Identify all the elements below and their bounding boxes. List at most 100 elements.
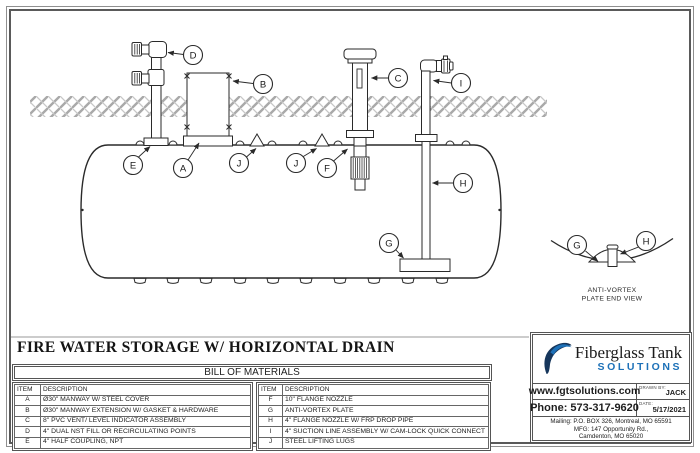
title-block: Fiberglass Tank SOLUTIONS www.fgtsolutio…	[529, 332, 692, 443]
address-line2: MFG: 147 Opportunity Rd.,	[573, 425, 649, 433]
table-row: G ANTI-VORTEX PLATE	[258, 405, 489, 417]
bom-header-box: BILL OF MATERIALS	[12, 364, 492, 381]
bom-desc-cell: 4" SUCTION LINE ASSEMBLY W/ CAM-LOCK QUI…	[282, 426, 489, 438]
table-row: J STEEL LIFTING LUGS	[258, 436, 489, 449]
end-view-caption-line2: PLATE END VIEW	[582, 296, 643, 303]
seam-mark-right	[498, 208, 501, 212]
table-row: H 4" FLANGE NOZZLE W/ FRP DROP PIPE	[258, 415, 489, 428]
svg-text:C: C	[395, 73, 402, 84]
svg-text:I: I	[460, 78, 463, 89]
bom-table-left: ITEM DESCRIPTION A Ø30" MANWAY W/ STEEL …	[12, 382, 253, 451]
frp-drop-pipe	[421, 141, 431, 260]
bom-item-cell: B	[14, 405, 41, 417]
bom-desc-header: DESCRIPTION	[40, 384, 251, 396]
svg-text:H: H	[643, 236, 650, 247]
table-row: A Ø30" MANWAY W/ STEEL COVER	[14, 394, 251, 407]
svg-text:H: H	[460, 178, 467, 189]
svg-text:E: E	[130, 160, 136, 171]
suction-line-assembly	[399, 55, 454, 272]
fiberglass-tank-logo-icon	[544, 342, 572, 374]
svg-text:B: B	[260, 79, 266, 90]
half-coupling	[143, 137, 169, 146]
bom-title: BILL OF MATERIALS	[14, 366, 490, 379]
drawn-by-label: DRAWN BY:	[639, 384, 666, 390]
drawing-title: FIRE WATER STORAGE W/ HORIZONTAL DRAIN	[17, 339, 395, 356]
address-line3: Camdenton, MO 65020	[578, 432, 644, 440]
anti-vortex-plate	[399, 258, 451, 272]
company-logo: Fiberglass Tank SOLUTIONS	[533, 335, 689, 384]
bom-item-cell: I	[258, 426, 283, 438]
bom-desc-cell: Ø30" MANWAY EXTENSION W/ GASKET & HARDWA…	[40, 405, 251, 417]
bom-item-cell: E	[14, 436, 41, 449]
table-row: D 4" DUAL NST FILL OR RECIRCULATING POIN…	[14, 426, 251, 438]
bom-item-header: ITEM	[258, 384, 283, 396]
bom-item-cell: D	[14, 426, 41, 438]
balloon-g: G	[378, 232, 400, 254]
drawn-by-box: DRAWN BY: JACK	[637, 384, 689, 401]
bom-desc-cell: 4" HALF COUPLING, NPT	[40, 436, 251, 449]
svg-text:G: G	[573, 240, 580, 251]
vent-flange	[346, 130, 374, 138]
svg-text:J: J	[294, 158, 299, 169]
date-label: DATE:	[639, 401, 653, 407]
bom-desc-cell: 8" PVC VENT/ LEVEL INDICATOR ASSEMBLY	[40, 415, 251, 428]
company-tagline: SOLUTIONS	[597, 361, 683, 374]
balloon-j2: J	[285, 152, 307, 174]
bom-item-cell: J	[258, 436, 283, 449]
balloon-f: F	[316, 157, 338, 179]
balloon-e: E	[122, 154, 144, 176]
company-website: www.fgtsolutions.com	[529, 384, 640, 401]
svg-text:A: A	[180, 163, 187, 174]
date-value: 5/17/2021	[652, 404, 686, 414]
bom-item-cell: F	[258, 394, 283, 407]
bom-item-cell: G	[258, 405, 283, 417]
balloon-a: A	[172, 157, 194, 179]
seam-mark-left	[81, 208, 84, 212]
bom-table-right: ITEM DESCRIPTION F 10" FLANGE NOZZLE G A…	[256, 382, 491, 451]
balloon-b: B	[252, 73, 274, 95]
drop-pipe-flange	[415, 134, 438, 142]
level-sight-slot	[356, 68, 363, 89]
manway-assembly	[183, 72, 233, 147]
vent-level-indicator-assembly	[343, 48, 377, 191]
date-box: DATE: 5/17/2021	[637, 400, 689, 416]
svg-text:J: J	[237, 158, 242, 169]
table-row: C 8" PVC VENT/ LEVEL INDICATOR ASSEMBLY	[14, 415, 251, 428]
end-view-balloon-g: G	[566, 234, 588, 256]
balloon-j1: J	[228, 152, 250, 174]
svg-text:G: G	[385, 238, 392, 249]
cam-lock-fitting	[441, 58, 451, 74]
drawn-by-value: JACK	[665, 388, 686, 398]
contact-box: www.fgtsolutions.com Phone: 573-317-9620	[529, 383, 640, 416]
end-view-pipe	[607, 247, 618, 267]
bom-item-cell: A	[14, 394, 41, 407]
table-row: F 10" FLANGE NOZZLE	[258, 394, 489, 407]
bill-of-materials: BILL OF MATERIALS ITEM DESCRIPTION A Ø30…	[12, 364, 492, 451]
company-name: Fiberglass Tank	[574, 343, 683, 363]
bom-desc-cell: ANTI-VORTEX PLATE	[282, 405, 489, 417]
balloon-i: I	[450, 72, 472, 94]
manway-extension	[186, 72, 230, 137]
address-line1: Mailing: P.O. BOX 326, Montreal, MO 6559…	[550, 418, 672, 426]
balloon-d: D	[182, 44, 204, 66]
lifting-lugs	[249, 133, 330, 147]
bom-item-cell: H	[258, 415, 283, 428]
company-phone: Phone: 573-317-9620	[530, 402, 639, 415]
bom-desc-header: DESCRIPTION	[282, 384, 489, 396]
fill-pipe-assembly	[131, 41, 169, 146]
bom-desc-cell: 10" FLANGE NOZZLE	[282, 394, 489, 407]
balloon-c: C	[387, 67, 409, 89]
manway-cover	[183, 135, 233, 147]
tank-top-couplings	[135, 140, 471, 146]
end-view-balloon-h: H	[635, 230, 657, 252]
svg-text:F: F	[324, 163, 330, 174]
bom-desc-cell: 4" FLANGE NOZZLE W/ FRP DROP PIPE	[282, 415, 489, 428]
bom-desc-cell: 4" DUAL NST FILL OR RECIRCULATING POINTS	[40, 426, 251, 438]
bom-desc-cell: Ø30" MANWAY W/ STEEL COVER	[40, 394, 251, 407]
table-row: B Ø30" MANWAY EXTENSION W/ GASKET & HARD…	[14, 405, 251, 417]
anti-vortex-end-view: G H ANTI-VORTEX PLATE END VIEW	[550, 230, 674, 303]
bom-desc-cell: STEEL LIFTING LUGS	[282, 436, 489, 449]
ground-hatch	[30, 96, 547, 117]
leader-lines	[137, 50, 453, 259]
